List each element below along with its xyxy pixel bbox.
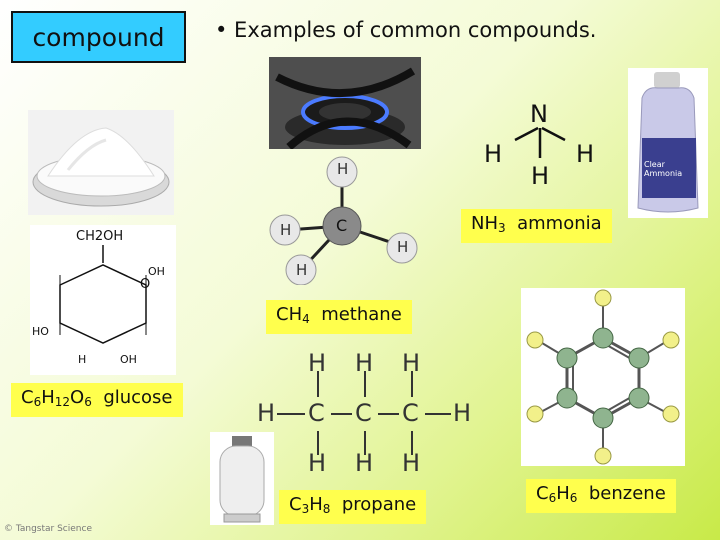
glucose-ring-drawing xyxy=(59,245,147,344)
propane-bonds xyxy=(277,371,451,455)
copyright-text: © Tangstar Science xyxy=(4,524,92,534)
propane-h-top-1: H xyxy=(308,349,327,377)
ammonia-bottle-photo: Clear Ammonia xyxy=(628,68,708,218)
propane-h-bottom-1: H xyxy=(308,449,327,477)
bottle-label-text: Clear Ammonia xyxy=(644,160,683,178)
powder-dish-photo xyxy=(28,110,174,215)
title-text: compound xyxy=(32,22,165,52)
propane-structure: H H H H C C C H H H H xyxy=(255,349,475,477)
methane-h-bottom: H xyxy=(296,261,308,279)
ammonia-bottle-image xyxy=(628,68,708,218)
gas-burner-image xyxy=(269,57,421,149)
glucose-oh-bottom: OH xyxy=(120,353,137,366)
ammonia-h-atom-right: H xyxy=(576,140,595,168)
propane-label: C3H8 propane xyxy=(279,490,427,524)
methane-label: CH4 methane xyxy=(266,300,412,334)
glucose-structure: CH2OH O OH HO OH H xyxy=(30,225,176,375)
propane-tank-image xyxy=(210,432,274,525)
propane-tank-photo xyxy=(210,432,274,525)
methane-c-center: C xyxy=(336,216,348,235)
ammonia-h-atom-bottom: H xyxy=(531,162,550,190)
glucose-ho-left: HO xyxy=(32,325,49,338)
methane-h-left: H xyxy=(280,221,292,239)
title-box: compound xyxy=(11,11,186,63)
benzene-bonds xyxy=(526,289,680,465)
gas-burner-photo xyxy=(269,57,421,149)
propane-h-bottom-2: H xyxy=(355,449,374,477)
glucose-ch2oh: CH2OH xyxy=(76,229,124,244)
propane-h-top-2: H xyxy=(355,349,374,377)
ammonia-h-atom-left: H xyxy=(484,140,503,168)
propane-h-top-3: H xyxy=(402,349,421,377)
propane-h-bottom-3: H xyxy=(402,449,421,477)
propane-c-3: C xyxy=(402,399,419,427)
powder-dish-image xyxy=(28,110,174,215)
slide-heading: • Examples of common compounds. xyxy=(215,18,597,42)
propane-c-2: C xyxy=(355,399,372,427)
glucose-oh-right: OH xyxy=(148,265,165,278)
propane-c-1: C xyxy=(308,399,325,427)
glucose-h-bottom: H xyxy=(78,353,87,366)
glucose-o-ring: O xyxy=(140,277,151,292)
methane-h-top: H xyxy=(337,160,349,178)
propane-h-left: H xyxy=(257,399,276,427)
benzene-label: C6H6 benzene xyxy=(526,479,676,513)
methane-h-right: H xyxy=(397,238,409,256)
propane-h-right: H xyxy=(453,399,472,427)
ammonia-label: NH3 ammonia xyxy=(461,209,612,243)
glucose-label: C6H12O6 glucose xyxy=(11,383,183,417)
benzene-model xyxy=(521,288,685,466)
ammonia-n-atom: N xyxy=(530,100,548,128)
methane-model xyxy=(269,156,418,285)
ammonia-structure xyxy=(514,126,566,158)
